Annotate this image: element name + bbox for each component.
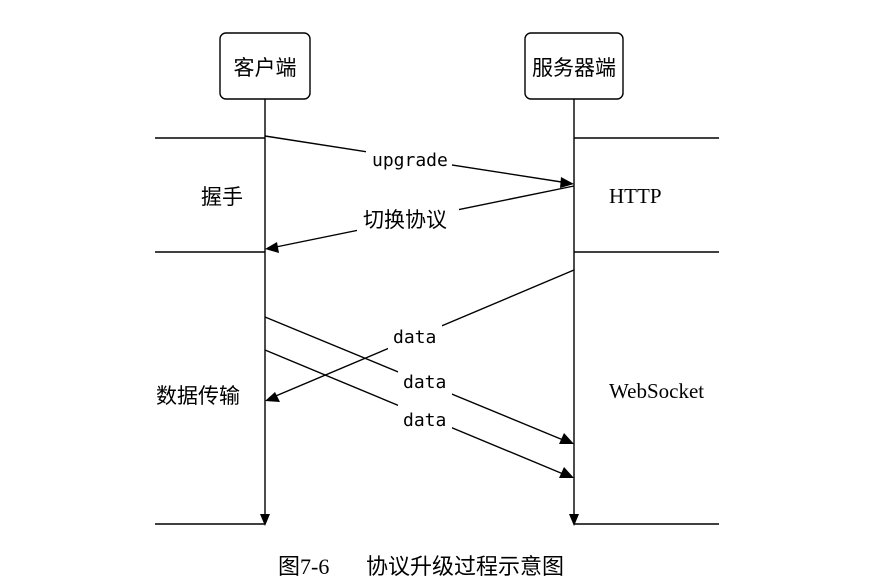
- data-arrow-1-arrowhead: [265, 392, 280, 402]
- client-label: 客户端: [234, 56, 297, 80]
- data-arrow-2-arrowhead: [559, 433, 574, 444]
- figure-caption-number: 图7-6: [278, 554, 329, 579]
- message-label-data-3: data: [403, 410, 446, 431]
- client-box: [219, 32, 311, 100]
- message-label-upgrade: upgrade: [372, 150, 448, 171]
- figure-caption-text: 协议升级过程示意图: [366, 554, 564, 579]
- message-label-switch-protocol: 切换协议: [363, 208, 447, 232]
- protocol-label-websocket: WebSocket: [609, 379, 704, 403]
- phase-label-handshake: 握手: [201, 185, 243, 209]
- phase-label-data-transfer: 数据传输: [156, 384, 240, 408]
- server-lifeline-arrowhead: [569, 514, 579, 526]
- data-arrow-3-arrowhead: [559, 467, 574, 478]
- server-label: 服务器端: [532, 56, 616, 80]
- message-label-data-1: data: [393, 327, 436, 348]
- protocol-label-http: HTTP: [609, 184, 662, 208]
- client-lifeline-arrowhead: [260, 514, 270, 526]
- message-label-data-2: data: [403, 372, 446, 393]
- upgrade-arrowhead: [560, 177, 574, 188]
- server-box: [524, 32, 624, 100]
- switch-protocol-arrowhead: [265, 242, 279, 253]
